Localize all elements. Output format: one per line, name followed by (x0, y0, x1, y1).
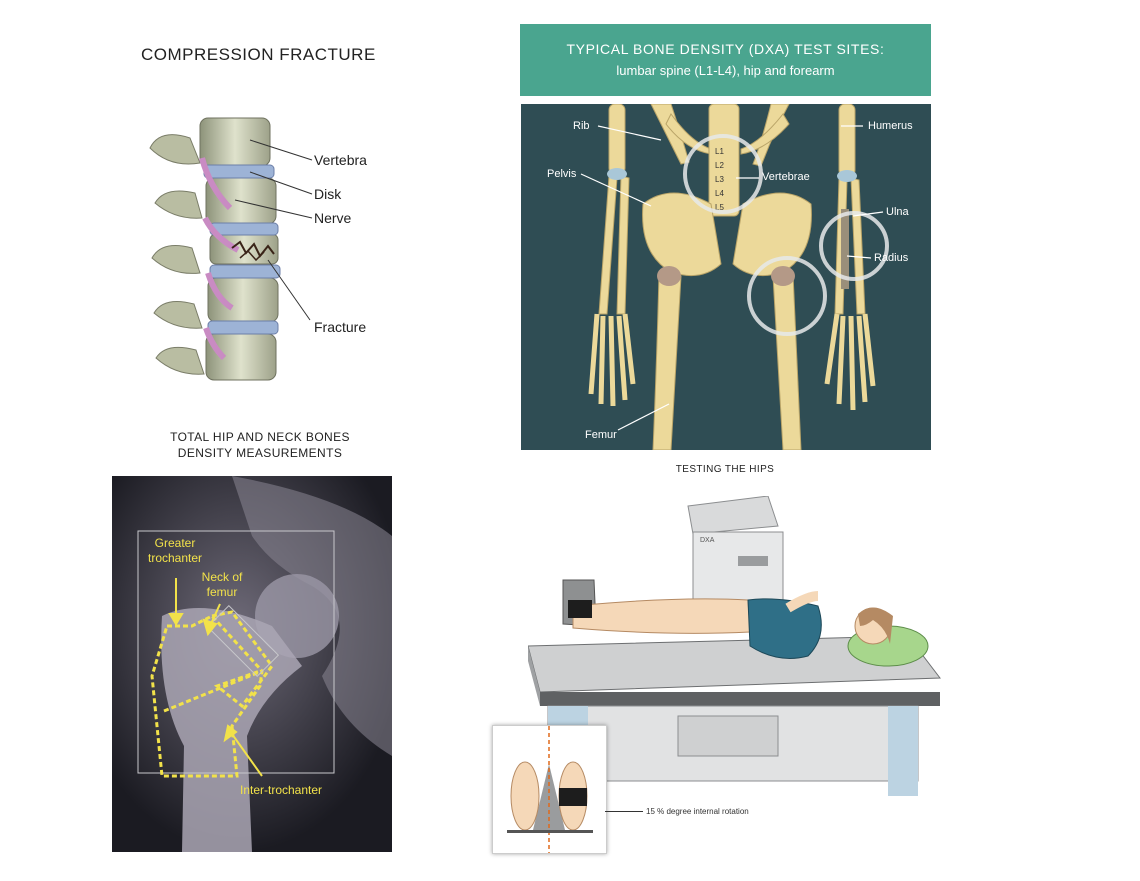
spine-illustration (149, 117, 313, 381)
testing-hips-title: TESTING THE HIPS (675, 464, 775, 475)
vertebra-label: Vertebra (314, 152, 367, 168)
dxa-scanner-illustration: DXA (528, 496, 941, 796)
neck-of-femur-label: Neck of femur (190, 570, 254, 600)
dxa-machine-label: DXA (700, 537, 715, 544)
pelvis-label: Pelvis (547, 168, 577, 180)
dxa-sites-subtitle: lumbar spine (L1-L4), hip and forearm (616, 63, 835, 78)
rib-label: Rib (573, 120, 590, 132)
lumbar-l5: L5 (715, 203, 724, 212)
neck-of-femur-label-line2: femur (206, 585, 238, 599)
dxa-sites-title: TYPICAL BONE DENSITY (DXA) TEST SITES: (566, 41, 885, 57)
femur-label: Femur (585, 429, 617, 441)
inter-trochanter-label: Inter-trochanter (240, 783, 323, 797)
hip-density-title: TOTAL HIP AND NECK BONES DENSITY MEASURE… (120, 430, 400, 460)
disk-label: Disk (314, 186, 342, 202)
radius-label: Radius (874, 252, 909, 264)
ulna-label: Ulna (886, 206, 909, 218)
hip-density-title-line1: TOTAL HIP AND NECK BONES (170, 430, 350, 444)
lumbar-l2: L2 (715, 161, 724, 170)
greater-trochanter-label: Greater trochanter (130, 536, 220, 566)
fracture-label: Fracture (314, 319, 367, 335)
neck-of-femur-label-line1: Neck of (201, 570, 243, 584)
foot-rotation-illustration (507, 726, 593, 853)
compression-fracture-title: COMPRESSION FRACTURE (141, 45, 376, 64)
foot-rotation-inset (492, 725, 607, 854)
skeleton-illustration: L1 L2 L3 L4 L5 (580, 104, 889, 450)
lumbar-l4: L4 (715, 189, 724, 198)
lumbar-l3: L3 (715, 175, 724, 184)
hip-xray-illustration (112, 476, 392, 852)
rotation-label: 15 % degree internal rotation (646, 807, 749, 816)
lumbar-l1: L1 (715, 147, 724, 156)
greater-trochanter-label-line2: trochanter (147, 551, 203, 565)
dxa-sites-banner: TYPICAL BONE DENSITY (DXA) TEST SITES: l… (520, 24, 931, 96)
hip-xray (112, 476, 392, 852)
hip-density-title-line2: DENSITY MEASUREMENTS (177, 446, 343, 460)
vertebrae-label: Vertebrae (762, 171, 810, 183)
greater-trochanter-label-line1: Greater (154, 536, 196, 550)
humerus-label: Humerus (868, 120, 913, 132)
rotation-leader-line (605, 811, 643, 812)
skeleton-panel: L1 L2 L3 L4 L5 (521, 104, 931, 450)
nerve-label: Nerve (314, 210, 352, 226)
